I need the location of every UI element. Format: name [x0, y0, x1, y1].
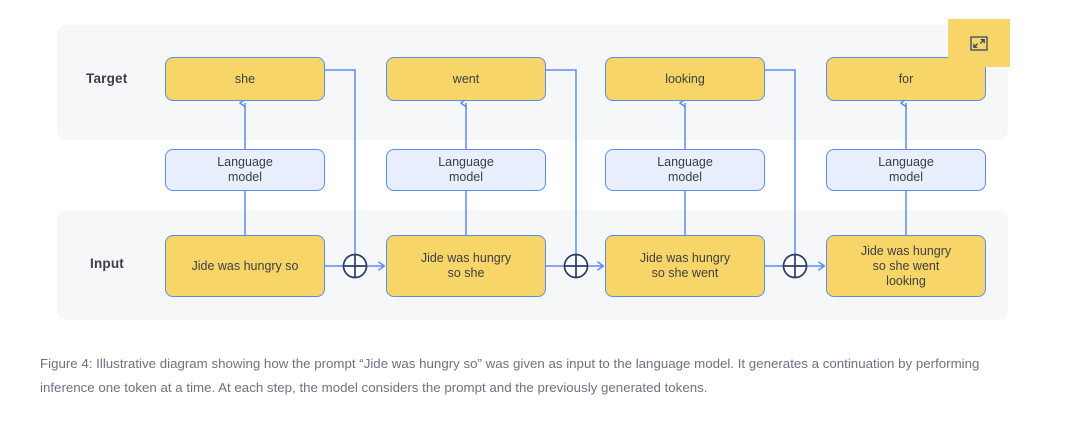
- language-model-label-line1: Language: [878, 155, 934, 169]
- plus-circle-icon: [782, 253, 808, 279]
- target-row-label: Target: [86, 71, 128, 86]
- language-model-label: Language model: [878, 155, 934, 185]
- input-prompt-box: Jide was hungry so: [165, 235, 325, 297]
- plus-circle-icon: [563, 253, 589, 279]
- target-token-box: went: [386, 57, 546, 101]
- plus-circle-icon: [342, 253, 368, 279]
- target-token-box: she: [165, 57, 325, 101]
- language-model-label: Language model: [438, 155, 494, 185]
- language-model-box: Language model: [165, 149, 325, 191]
- language-model-label-line1: Language: [657, 155, 713, 169]
- connector-lines: [0, 69, 1077, 279]
- language-model-label: Language model: [657, 155, 713, 185]
- language-model-box: Language model: [826, 149, 986, 191]
- input-row-label: Input: [90, 256, 124, 271]
- language-model-label-line1: Language: [217, 155, 273, 169]
- language-model-label-line2: model: [448, 170, 484, 184]
- inference-diagram: Target Input: [0, 19, 1077, 297]
- language-model-label-line2: model: [888, 170, 924, 184]
- figure-caption: Figure 4: Illustrative diagram showing h…: [40, 356, 980, 395]
- expand-figure-button[interactable]: [948, 19, 1010, 67]
- target-token-box: looking: [605, 57, 765, 101]
- language-model-label-line2: model: [667, 170, 703, 184]
- language-model-box: Language model: [386, 149, 546, 191]
- expand-fullscreen-icon: [970, 35, 988, 51]
- language-model-label-line1: Language: [438, 155, 494, 169]
- language-model-label: Language model: [217, 155, 273, 185]
- language-model-box: Language model: [605, 149, 765, 191]
- language-model-label-line2: model: [227, 170, 263, 184]
